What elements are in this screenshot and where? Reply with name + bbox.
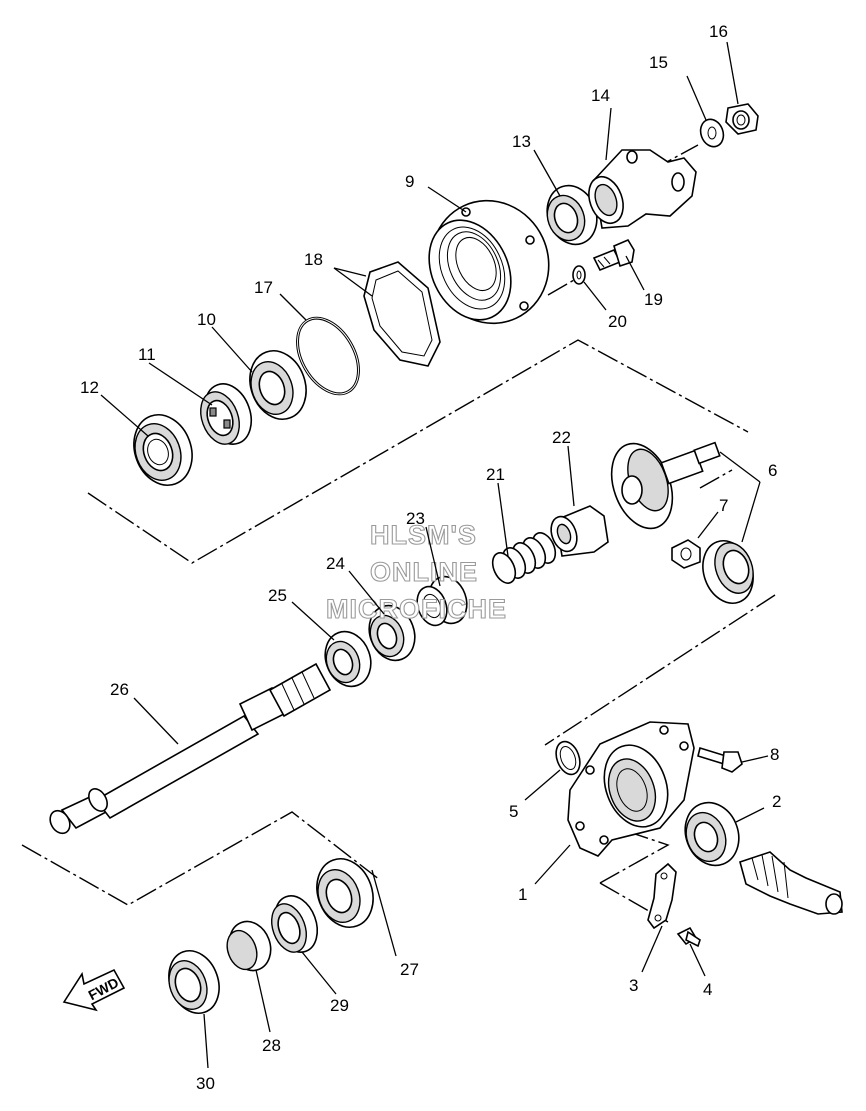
callout-28: 28: [262, 1036, 281, 1055]
part-27-bearing: [316, 858, 374, 928]
callout-16: 16: [709, 22, 728, 41]
part-29-ring: [271, 895, 319, 953]
callout-10: 10: [197, 310, 216, 329]
part-22-coupling: [550, 505, 609, 557]
part-26-shaft: [49, 662, 332, 835]
part-28-sleeve: [226, 920, 272, 972]
part-23-collar: [416, 575, 468, 627]
callout-12: 12: [80, 378, 99, 397]
callout-26: 26: [110, 680, 129, 699]
part-19-bolt: [592, 238, 635, 272]
callout-1: 1: [518, 885, 527, 904]
part-9-housing: [428, 199, 550, 325]
part-24-bearing: [368, 604, 416, 662]
callout-2: 2: [772, 792, 781, 811]
part-30-seal: [168, 950, 220, 1014]
callouts: 1 2 3 4 5 6 7 8 9 10 11 12 13 14 15 16 1…: [80, 22, 781, 1093]
watermark-line-3: MICROFICHE: [326, 594, 507, 624]
part-1-case: [567, 721, 695, 857]
fwd-arrow: FWD: [62, 968, 126, 1012]
drive-pinion-assembly: [739, 851, 843, 915]
callout-3: 3: [629, 976, 638, 995]
callout-6: 6: [768, 461, 777, 480]
part-8-bolt: [697, 746, 743, 773]
part-15-washer: [699, 118, 725, 148]
callout-29: 29: [330, 996, 349, 1015]
callout-4: 4: [703, 980, 712, 999]
leader-lines: [100, 41, 769, 1069]
part-3-bracket: [647, 862, 677, 930]
part-18-gasket: [363, 261, 441, 367]
callout-19: 19: [644, 290, 663, 309]
part-4-screw: [676, 926, 701, 948]
part-20-washer: [572, 265, 586, 285]
callout-17: 17: [254, 278, 273, 297]
part-16-nut: [725, 103, 759, 135]
part-21-spring: [491, 532, 557, 584]
callout-8: 8: [770, 745, 779, 764]
callout-11: 11: [138, 345, 156, 364]
callout-14: 14: [591, 86, 610, 105]
part-7-nut: [671, 539, 701, 569]
callout-5: 5: [509, 802, 518, 821]
callout-21: 21: [486, 465, 505, 484]
part-6-drive-gear: [702, 540, 754, 604]
part-17-o-ring: [296, 316, 360, 396]
part-5-o-ring: [555, 740, 581, 776]
part-2-bearing: [684, 801, 740, 867]
callout-18: 18: [304, 250, 323, 269]
part-13-bearing: [546, 184, 598, 246]
callout-7: 7: [719, 496, 728, 515]
part-12-bearing: [133, 414, 193, 486]
part-6-pinion-gear: [610, 441, 721, 530]
callout-22: 22: [552, 428, 571, 447]
watermark: HLSM'S ONLINE MICROFICHE: [325, 519, 507, 624]
part-10-bearing: [249, 350, 307, 420]
callout-25: 25: [268, 586, 287, 605]
callout-24: 24: [326, 554, 345, 573]
part-14-yoke: [588, 149, 697, 229]
part-25-bearing: [324, 630, 372, 688]
watermark-line-1: HLSM'S: [370, 520, 477, 550]
part-11-ring: [200, 383, 253, 445]
callout-30: 30: [196, 1074, 215, 1093]
callout-15: 15: [649, 53, 668, 72]
callout-23: 23: [406, 509, 425, 528]
callout-13: 13: [512, 132, 531, 151]
callout-27: 27: [400, 960, 419, 979]
callout-20: 20: [608, 312, 627, 331]
callout-9: 9: [405, 172, 414, 191]
watermark-line-2: ONLINE: [370, 557, 478, 587]
